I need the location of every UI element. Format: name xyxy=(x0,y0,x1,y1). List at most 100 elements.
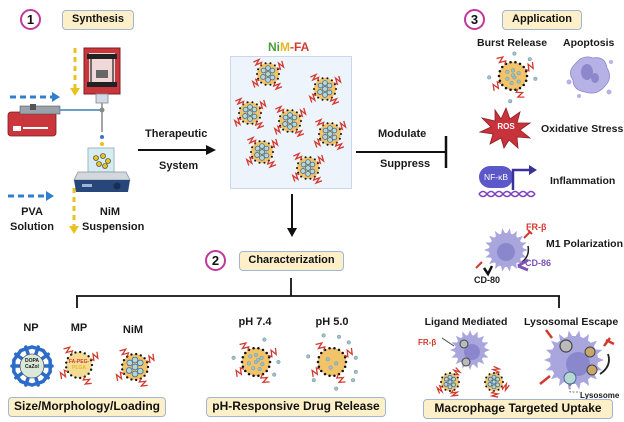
particle xyxy=(256,62,280,86)
ligand-chain xyxy=(268,347,277,358)
cd86-receptor xyxy=(517,258,529,272)
ligand-chain xyxy=(275,105,285,114)
lysosome xyxy=(586,364,598,376)
ligand-chain xyxy=(235,366,245,377)
inflammation-label: Inflammation xyxy=(550,175,616,187)
ligand-chain xyxy=(239,341,250,351)
ligand-chain xyxy=(293,152,303,161)
ligand-chain xyxy=(59,369,69,380)
vesicle xyxy=(559,339,573,353)
ligand-chain xyxy=(272,82,283,91)
ligand-chain xyxy=(146,353,155,364)
ligand-chain xyxy=(334,142,345,151)
synthesis-tag: Synthesis xyxy=(62,10,134,30)
cell-spike xyxy=(477,357,485,365)
pva-legend-arrow xyxy=(8,191,54,201)
ligand-mediated-label: Ligand Mediated xyxy=(424,316,508,328)
cd80-receptor xyxy=(482,265,494,277)
cell-spike xyxy=(551,371,560,380)
droplet xyxy=(100,142,104,146)
ligand-chain xyxy=(338,120,347,131)
characterization-tag: Characterization xyxy=(239,251,344,271)
nim-item-label: NiM xyxy=(122,324,144,336)
particle xyxy=(250,140,274,164)
released-drug xyxy=(512,51,517,56)
mp-inner-text-1: FA-PEG- xyxy=(68,359,90,365)
ligand-chain xyxy=(251,78,260,88)
ligand-chain xyxy=(138,378,148,387)
cell-spike xyxy=(588,340,597,349)
ligand-chain xyxy=(298,107,307,118)
nim-label-line1: NiM xyxy=(99,206,121,218)
lysosome-pointer xyxy=(569,384,580,393)
cell-spike xyxy=(495,230,501,238)
cell-spike xyxy=(516,235,523,242)
particle xyxy=(240,346,272,378)
cell-spike xyxy=(467,330,473,337)
ligand-chain xyxy=(525,61,534,72)
cell-nucleus xyxy=(566,352,590,376)
ph50-particle-icon xyxy=(306,333,358,391)
apoptosis-cell-icon xyxy=(566,56,613,98)
np-spike xyxy=(10,358,22,374)
ligand-chain xyxy=(245,156,254,166)
particle xyxy=(65,350,94,380)
ligand-chain xyxy=(312,176,323,185)
particle xyxy=(121,352,150,382)
fr-beta-label: FR-β xyxy=(526,222,547,232)
homogenizer-icon xyxy=(83,47,121,132)
released-drug xyxy=(350,378,356,383)
cell-nucleus xyxy=(497,243,515,261)
nfkb-transcription-icon xyxy=(478,165,537,198)
suppress-label: Suppress xyxy=(380,158,431,170)
fr-beta-receptor xyxy=(603,337,615,347)
ligand-chain xyxy=(294,129,305,138)
ligand-chain xyxy=(291,172,300,182)
ligand-chain xyxy=(308,93,317,103)
burst-release-particle xyxy=(487,51,538,104)
np-spike xyxy=(39,370,52,383)
ligand-chain xyxy=(270,138,279,149)
cell-spike xyxy=(511,230,517,238)
cd80-label: CD-80 xyxy=(474,275,501,285)
released-drug xyxy=(306,354,311,359)
ligand-mediated-uptake-icon xyxy=(435,330,510,398)
down-arrow xyxy=(287,194,297,237)
vesicle xyxy=(459,339,469,349)
np-spike xyxy=(19,345,34,357)
burst-release-label: Burst Release xyxy=(477,37,548,49)
ligand-chain xyxy=(449,389,460,397)
receptor-stem xyxy=(441,337,455,347)
ligand-chain xyxy=(258,99,267,110)
ligand-chain xyxy=(253,58,263,67)
pva-label-line2: Solution xyxy=(10,221,54,233)
apoptosis-label: Apoptosis xyxy=(563,37,615,49)
cell-spike xyxy=(484,247,491,253)
ph74-label: pH 7.4 xyxy=(238,316,272,328)
suppress-inhibition-arrow xyxy=(356,136,448,168)
ligand-chain xyxy=(254,121,265,130)
particle xyxy=(440,372,460,392)
ligand-chain xyxy=(501,381,510,393)
np-spike xyxy=(12,349,25,362)
vesicle xyxy=(461,357,471,367)
pva-label-line1: PVA xyxy=(21,206,43,218)
np-particle-icon xyxy=(10,345,54,387)
nim-flow-arrow-top xyxy=(70,48,80,96)
fr-beta-receptor xyxy=(523,229,533,239)
cell-spike xyxy=(455,357,463,365)
ligand-chain xyxy=(82,376,92,385)
released-drug xyxy=(321,333,326,338)
released-drug xyxy=(272,372,277,377)
lysosome xyxy=(584,346,596,358)
ligand-chain xyxy=(313,138,322,148)
np-spike xyxy=(42,358,54,374)
mp-inner-text-2: PLGA xyxy=(72,365,86,371)
lysosomal-escape-icon xyxy=(539,329,615,393)
ph-responsive-release-tag: pH-Responsive Drug Release xyxy=(206,397,386,417)
receptor-arrow xyxy=(521,245,530,263)
ligand-fr-beta-label: FR-β xyxy=(418,338,437,347)
cell-spike xyxy=(551,340,560,349)
released-drug xyxy=(533,76,538,81)
modulate-label: Modulate xyxy=(378,128,427,140)
